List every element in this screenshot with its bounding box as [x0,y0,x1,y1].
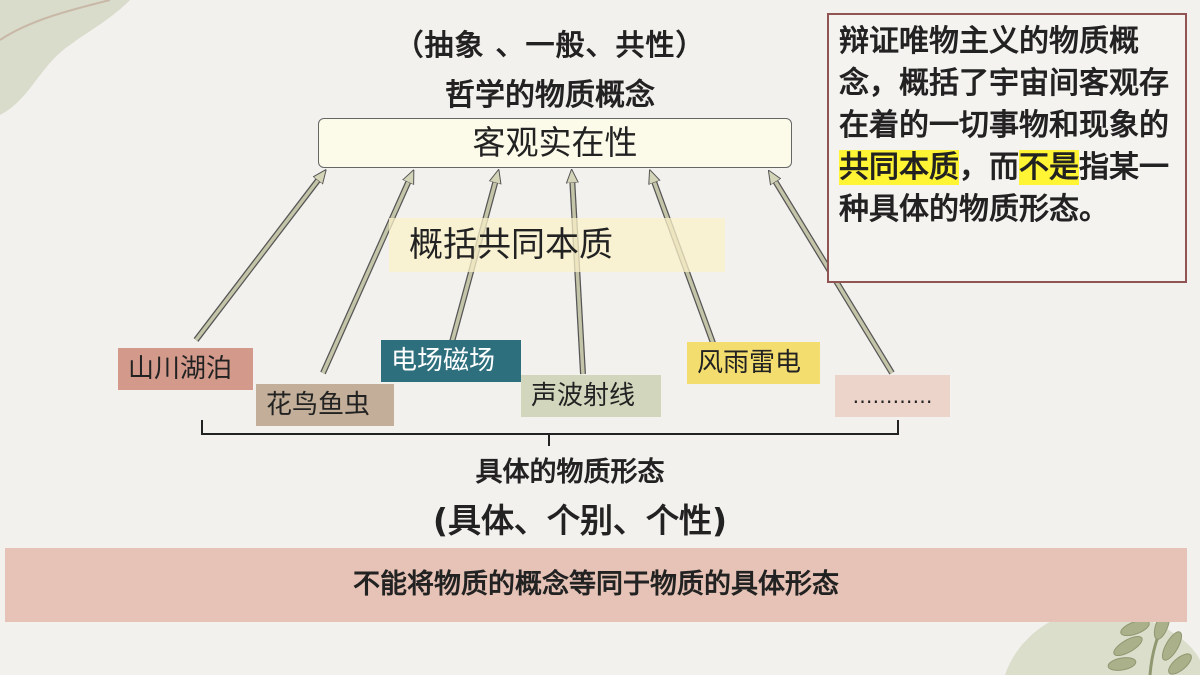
callout-text: ，而 [959,150,1019,185]
concrete-forms-label: 具体的物质形态 [475,457,665,488]
callout-text: 辩证唯物主义的物质概念，概括了宇宙间客观存在着的一切事物和现象的 [839,24,1169,143]
form-tag: 花鸟鱼虫 [256,384,394,426]
abstraction-subtitle: （抽象 、一般、共性） [394,28,706,62]
callout-highlight: 不是 [1019,150,1079,185]
definition-callout: 辩证唯物主义的物质概念，概括了宇宙间客观存在着的一切事物和现象的共同本质，而不是… [827,13,1187,283]
callout-highlight: 共同本质 [839,150,959,185]
form-tag: 电场磁场 [381,340,521,382]
form-tag: 风雨雷电 [687,342,820,384]
form-tag: 山川湖泊 [118,348,253,390]
conclusion-banner: 不能将物质的概念等同于物质的具体形态 [5,548,1187,622]
form-tag: 声波射线 [521,375,661,417]
diagram-title: 哲学的物质概念 [445,78,655,113]
callout-text: 指某一种具体的物质形态。 [839,150,1169,227]
concept-box: 客观实在性 [318,118,792,168]
generalize-label: 概括共同本质 [389,218,725,272]
grouping-bracket [201,420,899,446]
concrete-forms-subtitle: (具体、个别、个性) [432,501,728,540]
form-tag: ………… [835,375,950,417]
